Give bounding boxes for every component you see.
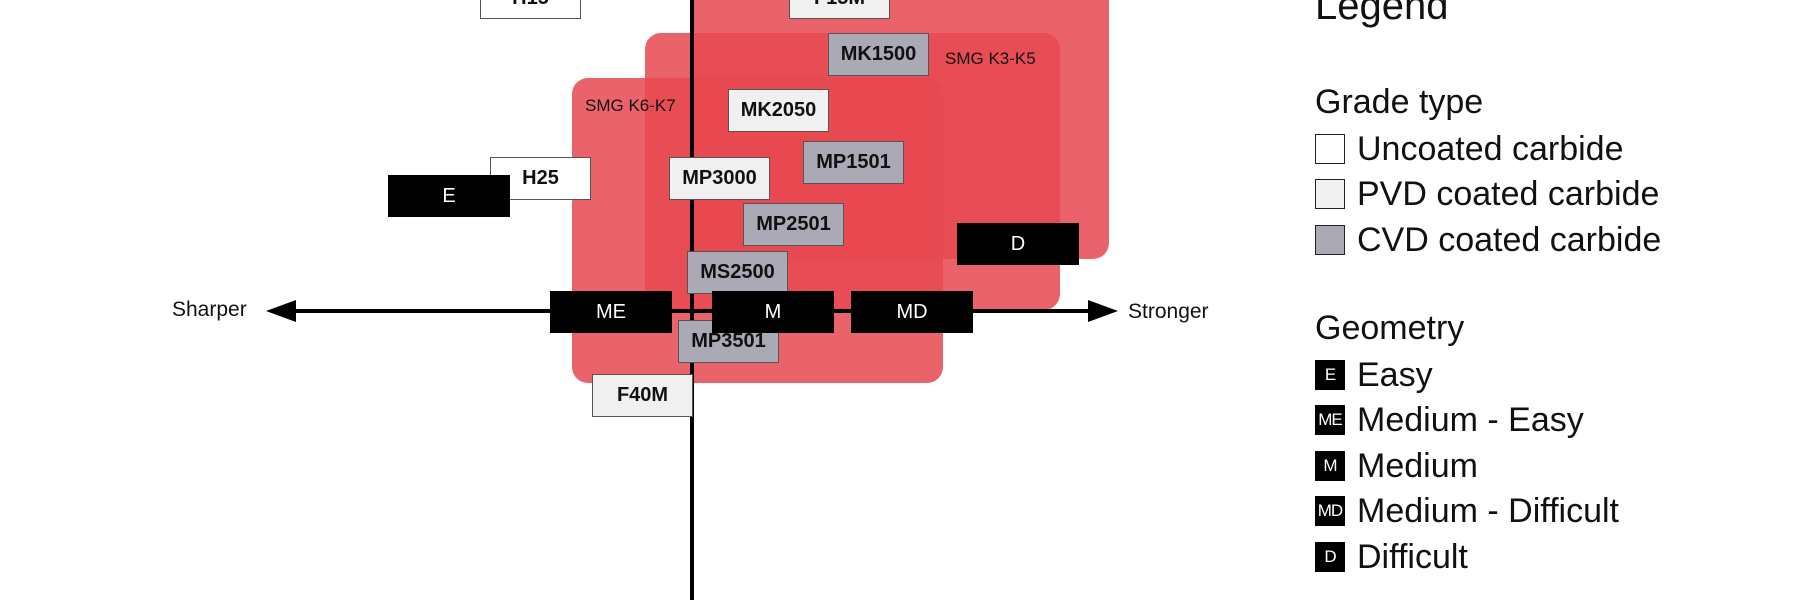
- geometry-box-e: E: [388, 175, 510, 217]
- grade-mk2050: MK2050: [728, 89, 829, 132]
- medium-difficult-geometry-icon: MD: [1315, 496, 1345, 526]
- legend-cvd-row: CVD coated carbide: [1315, 220, 1662, 259]
- legend-geometry-label-easy: Easy: [1357, 355, 1433, 394]
- easy-geometry-icon: E: [1315, 360, 1345, 390]
- axis-label-stronger: Stronger: [1128, 300, 1209, 323]
- legend-title: Legend: [1315, 0, 1449, 28]
- cvd-swatch-icon: [1315, 225, 1345, 255]
- pvd-swatch-icon: [1315, 179, 1345, 209]
- grade-h15: H15: [480, 0, 581, 19]
- geometry-box-d: D: [957, 223, 1079, 265]
- geometry-box-me: ME: [550, 291, 672, 333]
- grade-f15m: F15M: [789, 0, 890, 19]
- difficult-geometry-icon: D: [1315, 542, 1345, 572]
- legend-geometry-row-medium-difficult: MD Medium - Difficult: [1315, 491, 1619, 530]
- grade-mp3000: MP3000: [669, 157, 770, 200]
- zone-label-smg-k3-k5: SMG K3-K5: [945, 49, 1036, 68]
- legend-geometry-row-medium: M Medium: [1315, 446, 1478, 485]
- medium-geometry-icon: M: [1315, 451, 1345, 481]
- grade-mk1500: MK1500: [828, 33, 929, 76]
- legend-uncoated-row: Uncoated carbide: [1315, 129, 1624, 168]
- legend-pvd-label: PVD coated carbide: [1357, 174, 1660, 213]
- legend-uncoated-label: Uncoated carbide: [1357, 129, 1624, 168]
- medium-easy-geometry-icon: ME: [1315, 405, 1345, 435]
- right-arrow-icon: [1088, 300, 1118, 322]
- legend-cvd-label: CVD coated carbide: [1357, 220, 1662, 259]
- legend-pvd-row: PVD coated carbide: [1315, 174, 1660, 213]
- legend-geometry-label-difficult: Difficult: [1357, 537, 1468, 576]
- legend-grade-type-heading: Grade type: [1315, 83, 1484, 121]
- legend-geometry-row-easy: E Easy: [1315, 355, 1433, 394]
- grade-f40m: F40M: [592, 374, 693, 417]
- legend-geometry-row-difficult: D Difficult: [1315, 537, 1468, 576]
- left-arrow-icon: [266, 300, 296, 322]
- uncoated-swatch-icon: [1315, 134, 1345, 164]
- zone-label-smg-k6-k7: SMG K6-K7: [585, 96, 676, 115]
- grade-mp1501: MP1501: [803, 141, 904, 184]
- axis-label-sharper: Sharper: [172, 298, 247, 321]
- legend-geometry-label-medium: Medium: [1357, 446, 1478, 485]
- legend-geometry-label-medium-difficult: Medium - Difficult: [1357, 491, 1619, 530]
- grade-mp2501: MP2501: [743, 203, 844, 246]
- legend-geometry-heading: Geometry: [1315, 309, 1465, 347]
- legend-geometry-row-medium-easy: ME Medium - Easy: [1315, 400, 1584, 439]
- grade-ms2500: MS2500: [687, 251, 788, 294]
- geometry-box-m: M: [712, 291, 834, 333]
- geometry-box-md: MD: [851, 291, 973, 333]
- legend-geometry-label-medium-easy: Medium - Easy: [1357, 400, 1584, 439]
